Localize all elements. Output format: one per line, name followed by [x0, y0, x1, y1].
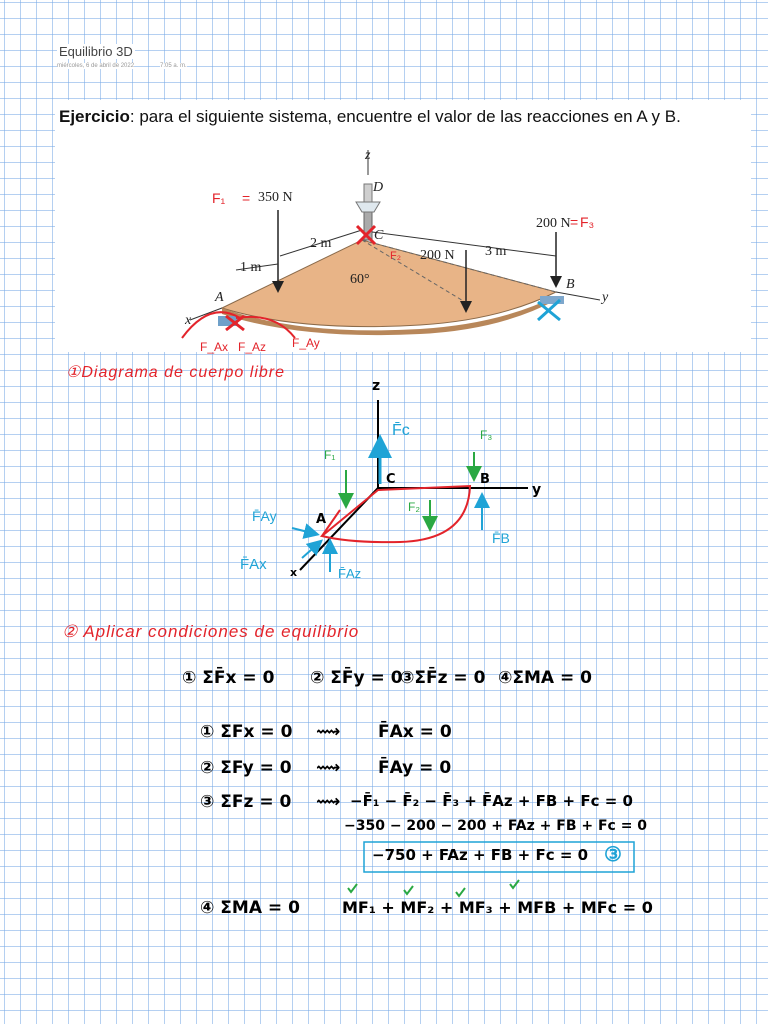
eq3-substituted: −350 − 200 − 200 + FAz + FB + Fc = 0	[344, 818, 648, 834]
figure-force-f2: 200 N	[420, 248, 455, 263]
figure-force-f1: 350 N	[258, 190, 293, 205]
exercise-label: Ejercicio	[59, 107, 130, 126]
plate-figure	[181, 150, 601, 339]
figure-force-f3: 200 N	[536, 216, 571, 231]
eq3-left: ③ ΣFz = 0	[200, 792, 292, 812]
condition-4: ④ΣMA = 0	[498, 668, 592, 688]
fbd-f2-label: F₂	[408, 500, 420, 514]
figure-point-d: D	[373, 180, 384, 195]
eq1-left: ① ΣFx = 0	[200, 722, 293, 742]
page-date: miércoles, 6 de abril de 2022	[57, 63, 135, 69]
check-marks	[347, 879, 520, 898]
figure-dim-3m: 3 m	[485, 244, 507, 259]
condition-3: ③ΣF̄z = 0	[400, 668, 486, 688]
fbd-f1-label: F₁	[324, 448, 336, 462]
page-time: 7:05 a. m.	[160, 63, 187, 69]
eq4-left: ④ ΣMA = 0	[200, 898, 300, 918]
fbd-axis-y: y	[532, 482, 542, 498]
fbd-axis-x: x	[290, 566, 298, 579]
fbd-fc-label: F̄c	[392, 422, 410, 439]
eq4-right: MF₁ + MF₂ + MF₃ + MFB + MFc = 0	[342, 898, 653, 917]
hand-f2-label: F₂	[390, 250, 401, 262]
eq2-right: F̄Ay = 0	[378, 758, 452, 778]
figure-point-c: C	[374, 228, 384, 243]
eq1-right: F̄Ax = 0	[378, 722, 452, 742]
free-body-diagram	[291, 400, 528, 572]
figure-point-a: A	[215, 290, 224, 305]
figure-axis-x: x	[185, 313, 192, 328]
figure-dim-2m: 2 m	[310, 236, 332, 251]
exercise-statement: Ejercicio: para el siguiente sistema, en…	[59, 106, 749, 128]
fbd-fax-label: F̄Ax	[240, 556, 267, 573]
eq3-tag: ③	[604, 844, 622, 866]
hand-f3-eq: =	[570, 214, 579, 230]
figure-point-b: B	[566, 277, 575, 292]
fbd-fay-label: F̄Ay	[252, 508, 277, 524]
hand-f1-label: F₁	[212, 190, 226, 206]
eq3-boxed: −750 + FAz + FB + Fc = 0	[372, 846, 589, 864]
eq1-arrow: ⟿	[316, 722, 341, 742]
figure-axis-y: y	[602, 290, 609, 305]
section2-title: ② Aplicar condiciones de equilibrio	[62, 622, 360, 641]
eq2-arrow: ⟿	[316, 758, 341, 778]
hand-f3-label: F₃	[580, 214, 595, 230]
condition-2: ② ΣF̄y = 0	[310, 668, 403, 688]
hand-faz: F_Az	[238, 340, 267, 354]
fbd-fb-label: F̄B	[492, 530, 510, 546]
fbd-point-b: B	[480, 472, 490, 487]
fbd-faz-label: F̄Az	[338, 566, 362, 581]
boxed-equation-frame	[363, 841, 635, 873]
exercise-text: : para el siguiente sistema, encuentre e…	[129, 107, 681, 126]
fbd-axis-z: z	[372, 378, 381, 394]
fbd-f3-label: F₃	[480, 428, 493, 442]
figure-angle: 60°	[350, 272, 370, 287]
condition-1: ① ΣF̄x = 0	[182, 668, 275, 688]
figure-axis-z: z	[365, 148, 371, 163]
eq2-left: ② ΣFy = 0	[200, 758, 292, 778]
figure-dim-1m: 1 m	[240, 260, 262, 275]
eq3-right: −F̄₁ − F̄₂ − F̄₃ + F̄Az + FB + Fc = 0	[350, 792, 633, 810]
hand-f1-eq: =	[242, 190, 251, 206]
page-title: Equilibrio 3D	[57, 44, 135, 59]
fbd-point-c: C	[386, 472, 396, 487]
eq3-arrow: ⟿	[316, 792, 341, 812]
fbd-point-a: A	[316, 512, 327, 527]
section1-title: ①Diagrama de cuerpo libre	[66, 364, 285, 381]
hand-fax: F_Ax	[200, 340, 229, 354]
hand-fay: F_Ay	[292, 336, 320, 350]
